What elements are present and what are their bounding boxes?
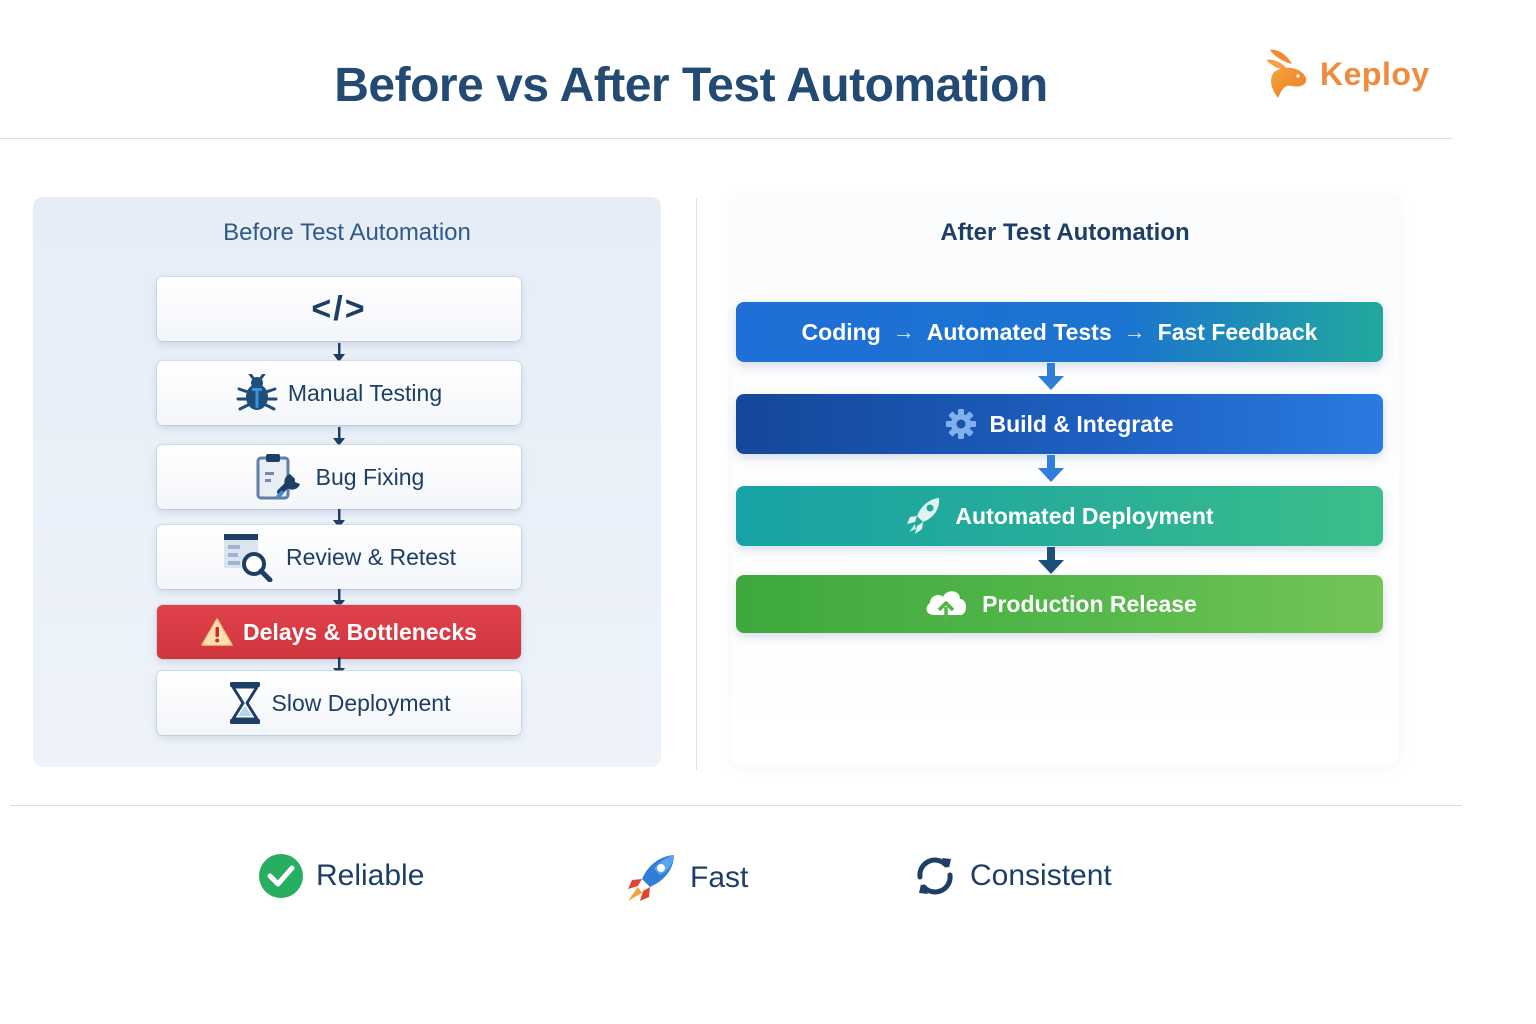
- hourglass-icon: [229, 682, 260, 724]
- benefit-label: Reliable: [316, 859, 425, 892]
- cloud-upload-icon: [926, 591, 967, 621]
- gear-icon: [946, 409, 977, 439]
- bug-icon: [236, 374, 278, 411]
- flow-label-fast-feedback: Fast Feedback: [1157, 318, 1318, 345]
- code-icon: </>: [311, 289, 367, 328]
- keploy-logo: Keploy: [1264, 46, 1430, 102]
- after-panel: After Test Automation Coding → Automated…: [731, 197, 1399, 767]
- refresh-icon: [917, 857, 953, 895]
- check-circle-icon: [259, 854, 303, 898]
- flow-label: Automated Deployment: [955, 502, 1214, 529]
- after-panel-title: After Test Automation: [940, 219, 1190, 246]
- flow-step-coding-tests-feedback: Coding → Automated Tests → Fast Feedback: [736, 302, 1383, 362]
- arrow-right-icon: →: [892, 319, 915, 344]
- flow-step-automated-deployment: Automated Deployment: [736, 486, 1383, 546]
- arrow-down-icon: [333, 589, 345, 608]
- header-divider: [0, 138, 1452, 139]
- arrow-down-icon: [1038, 363, 1064, 390]
- benefit-label: Consistent: [970, 859, 1112, 892]
- step-coding: </>: [157, 277, 521, 341]
- step-label: Manual Testing: [287, 379, 443, 406]
- footer-divider: [10, 805, 1462, 806]
- flow-label: Production Release: [982, 590, 1197, 617]
- arrow-down-icon: [333, 427, 345, 446]
- flow-step-production-release: Production Release: [736, 575, 1383, 633]
- flow-step-build-integrate: Build & Integrate: [736, 394, 1383, 454]
- logo-text: Keploy: [1320, 55, 1430, 92]
- arrow-right-icon: →: [1123, 319, 1146, 344]
- before-panel: Before Test Automation </> Manual Testin…: [33, 197, 661, 767]
- flow-label: Build & Integrate: [989, 410, 1174, 437]
- rocket-icon: [907, 498, 940, 534]
- flow-label-coding: Coding: [801, 318, 881, 345]
- before-panel-title: Before Test Automation: [223, 219, 471, 246]
- benefit-reliable: Reliable: [258, 853, 424, 899]
- step-slow-deployment: Slow Deployment: [157, 671, 521, 735]
- flow-label-automated-tests: Automated Tests: [926, 318, 1112, 345]
- benefit-label: Fast: [690, 861, 749, 894]
- step-label: Delays & Bottlenecks: [243, 618, 477, 645]
- rocket-icon: [628, 855, 674, 901]
- warning-icon: [201, 618, 233, 646]
- benefit-consistent: Consistent: [912, 853, 1112, 899]
- page-title: Before vs After Test Automation: [334, 59, 1048, 112]
- arrow-down-icon: [1038, 455, 1064, 482]
- step-delays-bottlenecks: Delays & Bottlenecks: [157, 605, 521, 659]
- step-label: Slow Deployment: [271, 689, 451, 716]
- step-label: Bug Fixing: [315, 463, 425, 490]
- document-search-icon: [223, 534, 273, 582]
- arrow-down-icon: [333, 343, 345, 362]
- step-bug-fixing: Bug Fixing: [157, 445, 521, 509]
- rabbit-logo-icon: [1266, 49, 1307, 98]
- step-label: Review & Retest: [285, 543, 456, 570]
- clipboard-wrench-icon: [256, 454, 300, 500]
- step-review-retest: Review & Retest: [157, 525, 521, 589]
- benefit-fast: Fast: [624, 853, 748, 903]
- panel-divider: [696, 198, 697, 770]
- arrow-down-icon: [333, 509, 345, 528]
- step-manual-testing: Manual Testing: [157, 361, 521, 425]
- arrow-down-icon: [1038, 547, 1064, 574]
